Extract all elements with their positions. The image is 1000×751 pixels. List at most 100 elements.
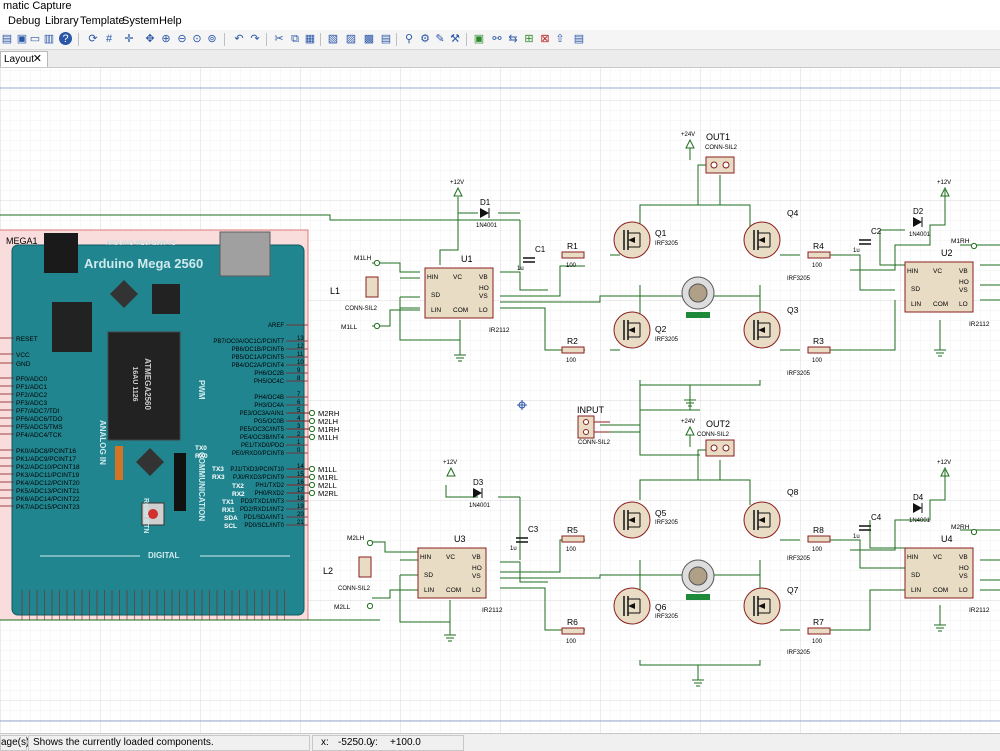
netlist-icon[interactable]: ▤ [573,33,585,45]
tab-layout[interactable]: Layout ✕ [0,51,48,67]
mega-right-pin-num: 20 [297,512,304,518]
redo-icon[interactable]: ↷ [250,33,260,45]
package-tool-icon[interactable]: ✎ [435,33,445,45]
mega-right-pin: PD1/SDA/INT1 [244,515,285,521]
mega-terminals[interactable]: M2RH M2LH M1RH M1LH M1LL M1RL M2LL M2RL [288,409,339,498]
new-icon[interactable]: ▤ [1,33,13,45]
zoom-area-icon[interactable]: ⊚ [207,33,217,45]
input-connector[interactable]: INPUT CONN-SIL2 [577,405,611,446]
term-m1ll: M1LL [318,465,337,474]
menu-library[interactable]: Library [45,15,79,27]
origin-icon[interactable]: ✛ [124,33,134,45]
mega-right-pin: PH5/OC4C [254,379,285,385]
decompose-icon[interactable]: ⚒ [450,33,460,45]
pin-vb: VB [479,274,488,281]
refresh-icon[interactable]: ⟳ [88,33,98,45]
term-m2rl: M2RL [318,489,338,498]
help-icon[interactable]: ? [59,32,72,45]
exit-sheet-icon[interactable]: ⇧ [555,33,565,45]
out2-connector[interactable]: +24V OUT2 CONN-SIL2 [681,419,735,457]
block-delete-icon[interactable]: ▤ [380,33,392,45]
resistor-ref: R4 [813,241,824,251]
chip-line-1: ATMEGA2560 [143,358,152,410]
pick-device-icon[interactable]: ⚲ [404,33,414,45]
motor-2[interactable] [681,559,715,600]
zoom-out-icon[interactable]: ⊖ [177,33,187,45]
property-tool-icon[interactable]: ⇆ [508,33,518,45]
pan-icon[interactable]: ✥ [145,33,155,45]
mega-right-pin-num: 16 [297,480,304,486]
block-copy-icon[interactable]: ▧ [327,33,339,45]
copy-icon[interactable]: ⧉ [291,33,299,45]
open-icon[interactable]: ▣ [16,33,28,45]
menu-help[interactable]: Help [159,15,182,27]
grid-icon[interactable]: # [105,33,113,45]
mosfet-ref: Q5 [655,508,667,518]
pin-lin: LIN [911,301,921,308]
driver-supply: +12V [450,180,464,186]
block-rotate-icon[interactable]: ▩ [363,33,375,45]
out1-connector[interactable]: +24V OUT1 CONN-SIL2 [681,132,738,174]
block-move-icon[interactable]: ▨ [345,33,357,45]
make-device-icon[interactable]: ⚙ [420,33,430,45]
resistor-val: 100 [566,358,577,364]
zoom-in-icon[interactable]: ⊕ [161,33,171,45]
wire-autorouter-icon[interactable]: ▣ [473,33,485,45]
motor-1[interactable] [681,276,715,318]
zoom-all-icon[interactable]: ⊙ [192,33,202,45]
mosfet-type: IRF3205 [655,241,679,247]
paste-icon[interactable]: ▦ [304,33,316,45]
menu-system[interactable]: System [122,15,159,27]
undo-icon[interactable]: ↶ [234,33,244,45]
mega-right-pin-num: 11 [297,352,304,358]
diode-type: 1N4001 [909,232,931,238]
mosfets: Q1IRF3205Q2IRF3205Q3IRF3205Q4IRF3205Q5IR… [613,208,811,656]
save-icon[interactable]: ▭ [29,33,41,45]
mega-bottom-pins [21,590,285,620]
pin-vc: VC [453,274,462,281]
pin-vb: VB [959,554,968,561]
arduino-mega[interactable]: MEGA1 ARDUINO MEGA2560 V2 Arduino Mega 2… [0,229,309,621]
mega-left-pin: PK6/ADC14/PCINT22 [16,496,80,503]
pin-sd: SD [911,572,920,579]
remove-sheet-icon[interactable]: ⊠ [540,33,550,45]
driver-in-l: M1LL [341,324,358,331]
search-icon[interactable]: ⚯ [492,33,502,45]
mega-right-pin-num: 12 [297,344,304,350]
new-sheet-icon[interactable]: ⊞ [524,33,534,45]
schematic-svg[interactable]: MEGA1 ARDUINO MEGA2560 V2 Arduino Mega 2… [0,68,1000,733]
menu-template[interactable]: Template [80,15,125,27]
comm-rx3: RX3 [212,474,225,481]
comm-scl: SCL [224,523,237,530]
close-icon[interactable]: ✕ [32,53,42,65]
schematic-canvas[interactable]: MEGA1 ARDUINO MEGA2560 V2 Arduino Mega 2… [0,68,1000,733]
print-icon[interactable]: ▥ [43,33,55,45]
mosfet-ref: Q3 [787,305,799,315]
menu-debug[interactable]: Debug [8,15,41,27]
resistor-val: 100 [566,263,577,269]
cut-icon[interactable]: ✂ [274,33,284,45]
term-m1lh: M1LH [318,433,338,442]
